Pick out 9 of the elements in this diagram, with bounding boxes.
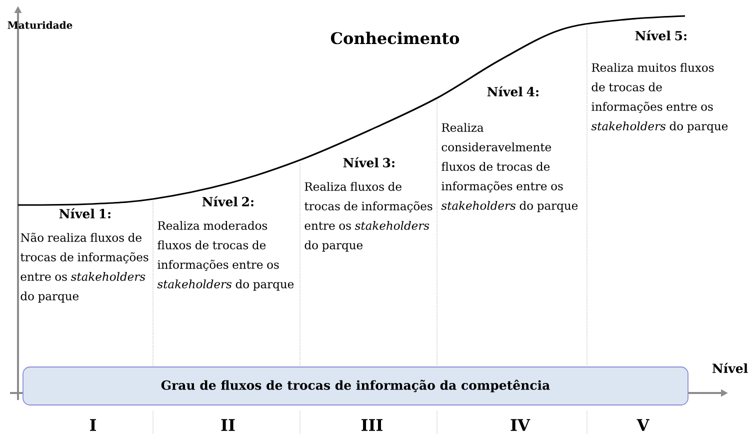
level-column: Nível 3: Realiza fluxos de trocas de informações entre os stakeholders do parque <box>304 157 432 252</box>
scale-band: Grau de fluxos de trocas de informação da competência <box>22 366 688 406</box>
axis-label: Maturidade <box>8 21 72 29</box>
level-column: Nível 1: Não realiza fluxos de trocas de informações entre os stakeholders do parque <box>20 208 148 303</box>
level-column: Nível 2: Realiza moderados fluxos de trocas de informações entre os stakeholders do parque <box>157 196 294 291</box>
level-column: Nível 4: Realiza consideravelmente fluxos de trocas de informações entre os stakeholders do parque <box>441 86 578 212</box>
heading: Conhecimento <box>330 32 460 44</box>
level-column: Nível 5: Realiza muitos fluxos de trocas de informações entre os stakeholders do parque <box>591 30 728 133</box>
axis-label: Nível <box>712 362 748 374</box>
